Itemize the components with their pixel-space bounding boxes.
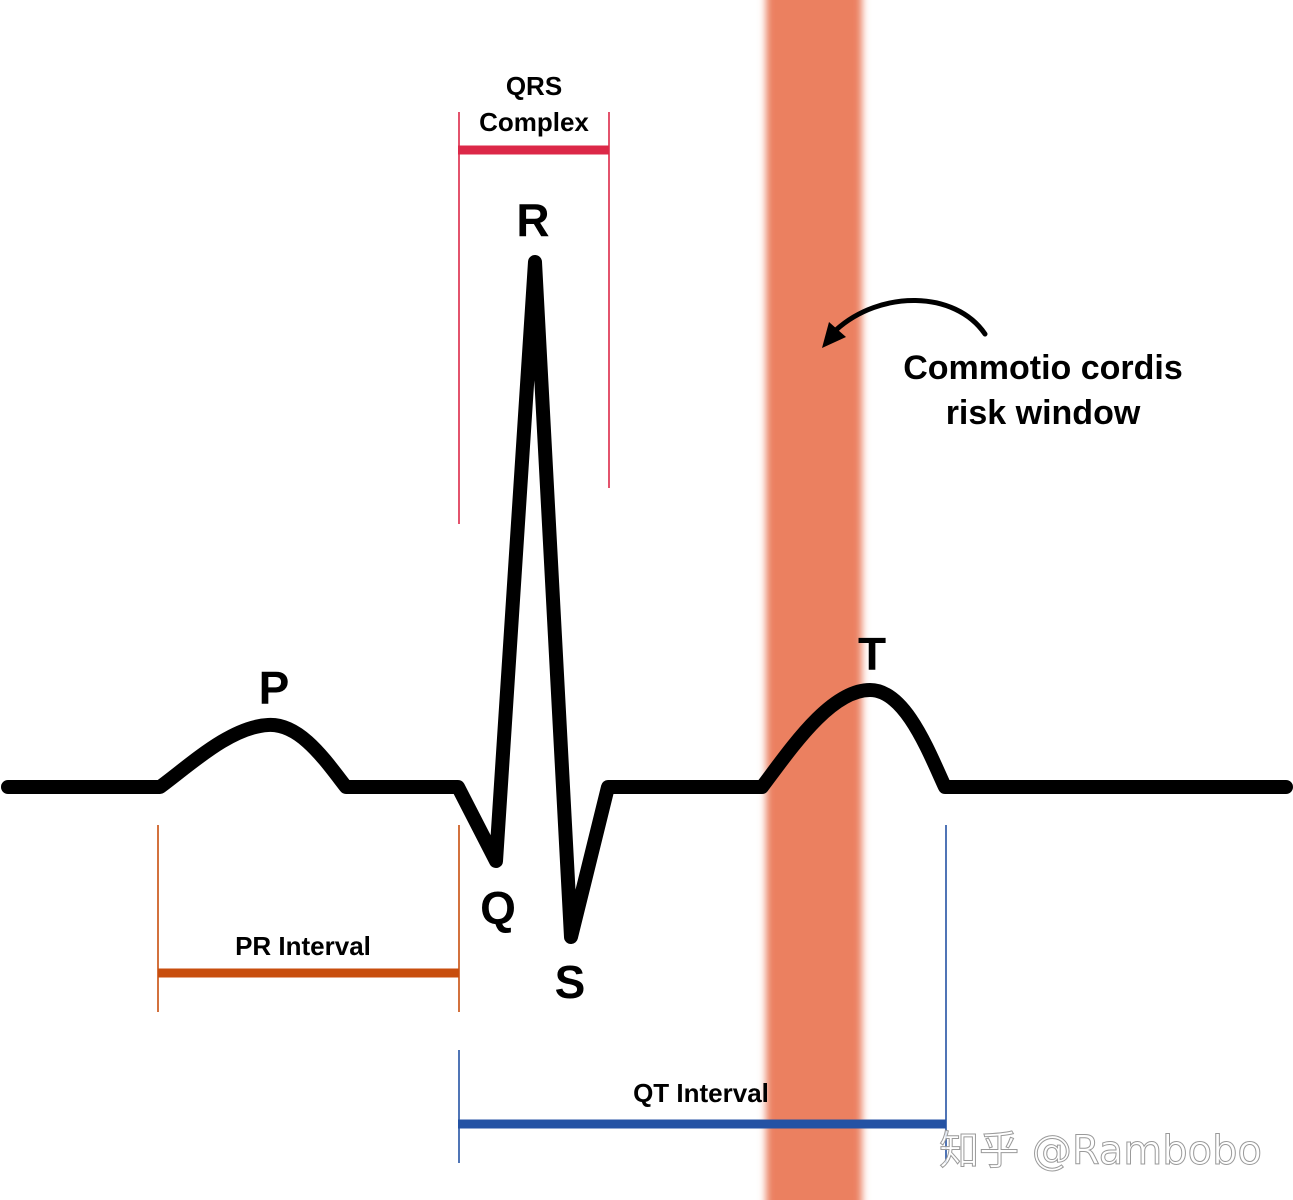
r-wave-label: R [516, 194, 549, 246]
s-wave-label: S [555, 956, 586, 1008]
qrs-bracket [458, 112, 610, 524]
watermark: 知乎 @Rambobo [939, 1128, 1262, 1174]
qt-interval-label: QT Interval [633, 1078, 769, 1108]
curved-arrow-head [822, 322, 846, 348]
pr-interval-label: PR Interval [235, 931, 371, 961]
curved-arrow-icon [822, 298, 988, 348]
ecg-waveform [1, 255, 1293, 944]
qrs-complex-label-line1: QRS [506, 71, 562, 101]
risk-window-band [766, 0, 862, 1200]
t-wave-label: T [858, 628, 886, 680]
pr-bracket [157, 825, 460, 1012]
risk-window-label-line1: Commotio cordis [903, 349, 1183, 387]
qt-bracket [458, 825, 947, 1163]
risk-window-label-line2: risk window [946, 394, 1141, 432]
qrs-complex-label-line2: Complex [479, 107, 589, 137]
q-wave-label: Q [480, 882, 516, 934]
curved-arrow-shaft [833, 298, 988, 337]
p-wave-label: P [259, 662, 290, 714]
